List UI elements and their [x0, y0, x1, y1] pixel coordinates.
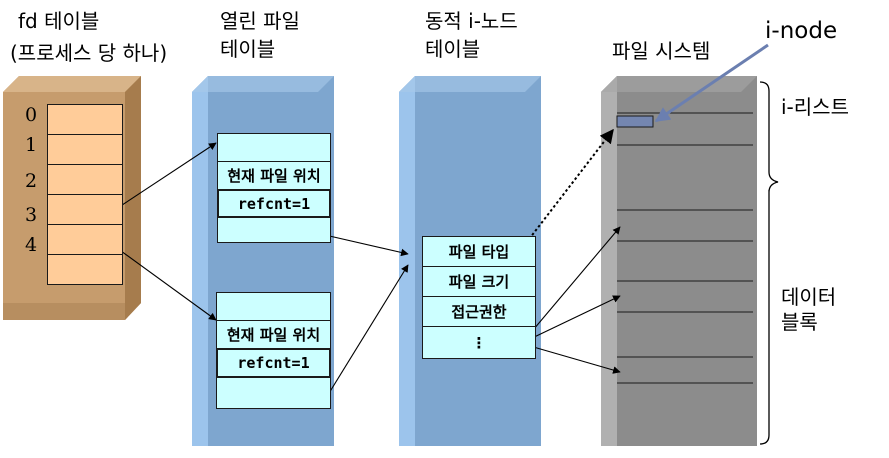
entry2-position: 현재 파일 위치: [216, 320, 331, 349]
fd-slot-2: [47, 164, 123, 195]
open-file-table-title: 열린 파일: [220, 9, 300, 33]
inode-more: ⋮: [422, 326, 536, 359]
fd-index-0: 0: [25, 104, 38, 126]
inode-marker: [616, 115, 654, 128]
fd-slot-3: [47, 194, 123, 225]
entry1-blank-top: [217, 133, 331, 162]
entry1-position: 현재 파일 위치: [217, 161, 331, 190]
fd-table-subtitle: (프로세스 당 하나): [10, 41, 168, 65]
arrow-fd3-to-entry1: [109, 142, 217, 214]
inode-table-title: 동적 i-노드: [425, 9, 518, 33]
entry2-blank-top: [216, 292, 331, 321]
inode-label: i-node: [765, 18, 838, 44]
fd-slot-0: [47, 104, 123, 135]
arrow-fd4-to-entry2: [109, 242, 217, 321]
ilist-brace: [759, 81, 779, 193]
fd-table-title: fd 테이블: [18, 9, 100, 33]
entry1-refcnt: refcnt=1: [217, 189, 331, 218]
fd-index-1: 1: [25, 134, 38, 156]
fd-slot-5: [47, 254, 123, 285]
data-blocks-brace: [759, 192, 770, 445]
inode-label-arrow: [654, 43, 769, 123]
arrow-inode-to-block-a: [527, 226, 621, 337]
fd-index-3: 3: [25, 204, 38, 226]
file-system-title: 파일 시스템: [612, 39, 711, 63]
fd-index-2: 2: [25, 170, 38, 192]
connection-arrows: [109, 128, 621, 399]
entry2-refcnt: refcnt=1: [216, 348, 331, 378]
entry2-blank-bottom: [216, 377, 331, 409]
open-file-table-subtitle: 테이블: [220, 37, 276, 61]
fs-block-lines: [617, 112, 753, 384]
data-blocks-label-line2: 블록: [781, 310, 818, 334]
inode-permissions: 접근권한: [422, 296, 536, 327]
inode-table-subtitle: 테이블: [425, 37, 481, 61]
inode-file-size: 파일 크기: [422, 266, 536, 297]
fd-slot-4: [47, 224, 123, 255]
fd-slot-1: [47, 134, 123, 165]
fd-index-4: 4: [25, 234, 38, 256]
ilist-label: i-리스트: [781, 95, 849, 119]
inode-file-type: 파일 타입: [422, 236, 536, 267]
arrow-inode-to-block-c: [529, 345, 621, 374]
arrow-entry2-to-inode: [325, 264, 409, 399]
entry1-blank-bottom: [217, 217, 331, 243]
file-system-panel: [601, 76, 757, 446]
arrow-inode-to-block-b: [527, 295, 621, 341]
data-blocks-label-line1: 데이터: [781, 285, 837, 309]
